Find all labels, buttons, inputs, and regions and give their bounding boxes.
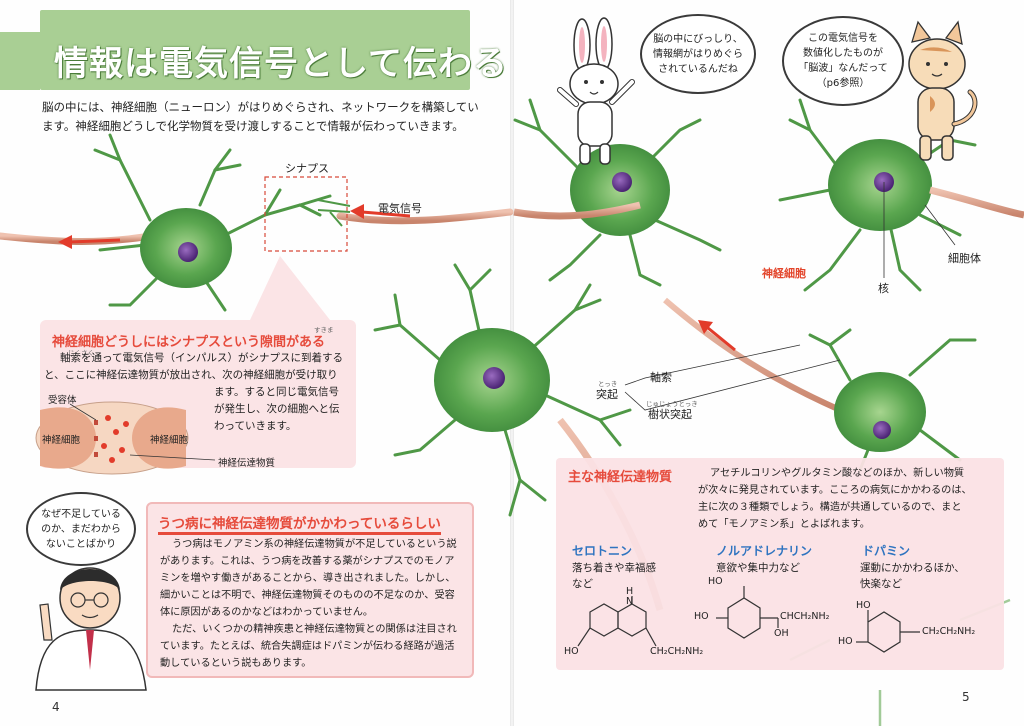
neuron-label: 神経細胞 [762, 267, 806, 280]
synapse-callout-pointer [250, 256, 330, 320]
dendrite-ruby: じゅじょうとっき [646, 400, 698, 408]
noradrenaline-chain: CHCH₂NH₂ [780, 611, 830, 622]
process-label: 突起 [596, 388, 618, 401]
page-number-right: 5 [962, 690, 970, 704]
noradrenaline-name: ノルアドレナリン [716, 544, 813, 558]
cat-speech-bubble: この電気信号を 数値化したものが 「脳波」なんだって （p6参照） [782, 16, 904, 106]
transmitter-box-text: アセチルコリンやグルタミン酸などのほか、新しい物質 が次々に発見されています。こ… [698, 468, 972, 530]
electric-signal-label: 電気信号 [378, 202, 422, 215]
process-ruby: とっき [598, 380, 618, 388]
receptor-label: 受容体 [48, 395, 77, 406]
page-number-left: 4 [52, 700, 60, 714]
axon-ruby: じくさく [68, 349, 94, 357]
serotonin-nh: H [626, 586, 634, 597]
synapse-label: シナプス [285, 162, 329, 175]
right-mid-cell-body [834, 372, 926, 452]
dopamine-ho2: HO [838, 636, 853, 647]
nucleus-label: 核 [878, 282, 889, 295]
synapse-box-title: 神経細胞どうしにはシナプスという隙間がある [52, 335, 326, 350]
synapse-box-text: 軸索を通って電気信号（インパルス）がシナプスに到着する と、ここに神経伝達物質が… [44, 352, 343, 432]
electric-signal-arrow-icon [350, 204, 411, 219]
depression-box-text: うつ病はモノアミン系の神経伝達物質が不足しているという説 があります。これは、う… [160, 539, 457, 669]
center-nucleus [483, 367, 505, 389]
right-axon [663, 297, 842, 413]
noradrenaline-ho2: HO [694, 611, 709, 622]
doctor-speech-bubble: なぜ不足している のか、まだわから ないことばかり [26, 492, 136, 566]
neuron-left-label: 神経細胞 [42, 435, 81, 446]
serotonin-chain: CH₂CH₂NH₂ [650, 646, 704, 657]
serotonin-n: N [626, 596, 634, 607]
serotonin-name: セロトニン [572, 544, 633, 558]
intro-text: 脳の中には、神経細胞（ニューロン）がはりめぐらされ、ネットワークを構築しています… [42, 100, 479, 133]
title-band [0, 10, 470, 90]
cell-body-label: 細胞体 [948, 252, 981, 265]
depression-box [146, 502, 474, 678]
title-ruby: すきま [314, 326, 334, 334]
dopamine-ho1: HO [856, 600, 871, 611]
serotonin-ho: HO [564, 646, 579, 657]
dopamine-name: ドパミン [862, 544, 911, 558]
dopamine-chain: CH₂CH₂NH₂ [922, 626, 976, 637]
dopamine-desc: 運動にかかわるほか、 快楽など [860, 562, 965, 590]
transmitter-label: 神経伝達物質 [218, 458, 276, 469]
left-nucleus [178, 242, 198, 262]
right-signal-arrow-icon [698, 320, 736, 352]
left-signal-arrow-icon [58, 235, 121, 249]
transmitter-box-title: 主な神経伝達物質 [568, 470, 673, 485]
rabbit-neuron [513, 98, 722, 287]
noradrenaline-desc: 意欲や集中力など [716, 562, 800, 574]
rabbit-speech-bubble: 脳の中にびっしり、 情報網がはりめぐら されているんだね [640, 14, 756, 94]
depression-box-title: うつ病に神経伝達物質がかかわっているらしい [158, 512, 441, 535]
left-axon-right [336, 208, 514, 225]
axon-label: 軸索 [650, 371, 672, 384]
noradrenaline-oh: OH [774, 628, 789, 639]
page-title: 情報は電気信号として伝わる [54, 44, 508, 84]
synapse-dashed-box [264, 176, 348, 252]
center-neuron [373, 263, 632, 517]
noradrenaline-ho1: HO [708, 576, 723, 587]
neuron-right-label: 神経細胞 [150, 435, 189, 446]
serotonin-desc: 落ち着きや幸福感 など [572, 562, 656, 590]
dendrite-label: 樹状突起 [648, 408, 692, 421]
